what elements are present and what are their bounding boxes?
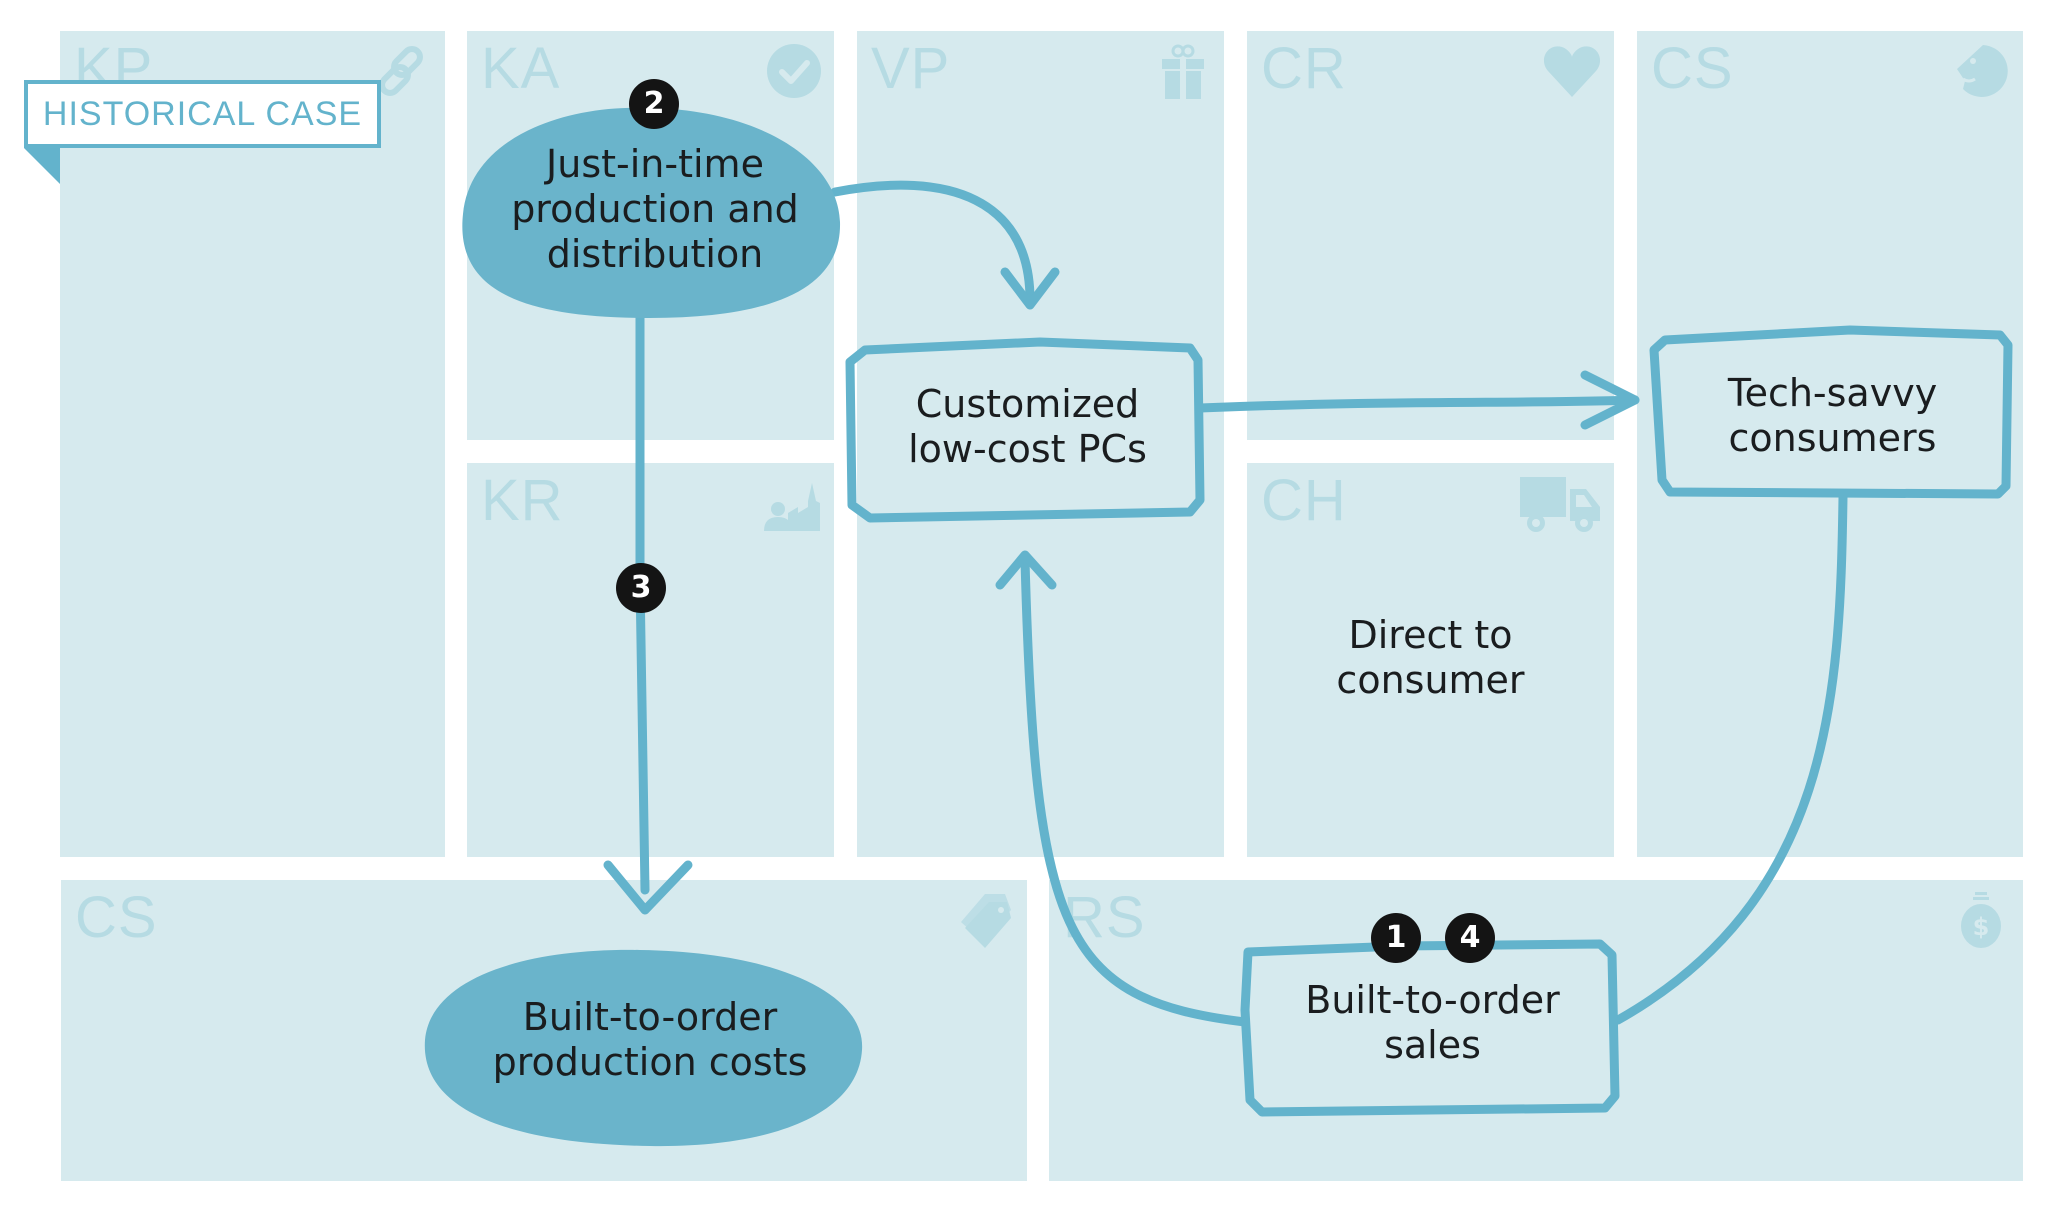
node-channel-text: Direct to consumer xyxy=(1247,613,1614,703)
face-icon xyxy=(1951,41,2011,101)
node-pcs-line1: Customized xyxy=(915,382,1140,426)
arrowhead-jit-to-costs xyxy=(603,860,693,915)
label-fold xyxy=(24,148,60,184)
blob-costs xyxy=(424,949,863,1147)
node-pcs-text: Customized low-cost PCs xyxy=(855,382,1200,472)
node-channel-line1: Direct to xyxy=(1348,613,1513,657)
arrowhead-jit-to-pcs xyxy=(1000,267,1060,310)
node-costs-text: Built-to-order production costs xyxy=(430,995,870,1085)
box-pcs xyxy=(845,337,1205,523)
svg-text:$: $ xyxy=(1973,913,1990,941)
panel-revenue-streams: RS $ xyxy=(1049,880,2023,1181)
node-channel-line2: consumer xyxy=(1336,658,1525,702)
arrow-jit-to-pcs xyxy=(830,180,1035,305)
panel-customer-relationships: CR xyxy=(1247,31,1614,440)
panel-code: CS xyxy=(75,885,158,950)
node-consumers-line1: Tech-savvy xyxy=(1727,371,1938,415)
panel-channels: CH xyxy=(1247,463,1614,857)
node-sales-text: Built-to-order sales xyxy=(1250,978,1615,1068)
historical-case-label: HISTORICAL CASE xyxy=(24,80,381,148)
arrowhead-sales-to-pcs xyxy=(995,550,1057,590)
node-sales-line2: sales xyxy=(1384,1023,1481,1067)
blob-jit xyxy=(462,107,841,318)
truck-icon xyxy=(1516,473,1602,533)
node-costs-line2: production costs xyxy=(492,1040,808,1084)
worker-factory-icon xyxy=(762,473,822,533)
panel-value-propositions: VP xyxy=(857,31,1224,857)
panel-key-resources: KR xyxy=(467,463,834,857)
link-icon xyxy=(373,41,433,101)
panel-code: CR xyxy=(1261,36,1347,101)
arrow-consumers-to-sales xyxy=(1613,492,1848,1025)
box-sales xyxy=(1240,939,1620,1117)
tag-icon xyxy=(955,890,1015,950)
step-badge-1: 1 xyxy=(1371,913,1421,963)
node-jit-text: Just-in-time production and distribution xyxy=(470,142,840,277)
money-bag-icon: $ xyxy=(1951,890,2011,950)
panel-code: VP xyxy=(871,36,951,101)
step-badge-2: 2 xyxy=(629,79,679,129)
arrow-sales-to-pcs xyxy=(1020,555,1250,1027)
node-jit-line3: distribution xyxy=(546,232,764,276)
node-costs-line1: Built-to-order xyxy=(522,995,778,1039)
panel-code: KA xyxy=(481,36,561,101)
arrowhead-pcs-to-consumers xyxy=(1580,370,1640,430)
node-jit-line1: Just-in-time xyxy=(546,142,764,186)
heart-icon xyxy=(1542,41,1602,101)
node-consumers-line2: consumers xyxy=(1728,416,1937,460)
panel-key-partners: KP xyxy=(60,31,445,857)
arrow-pcs-to-consumers xyxy=(1195,395,1640,413)
node-jit-line2: production and xyxy=(511,187,799,231)
check-circle-icon xyxy=(762,41,822,101)
panel-code: CS xyxy=(1651,36,1734,101)
step-badge-3: 3 xyxy=(616,563,666,613)
node-consumers-text: Tech-savvy consumers xyxy=(1660,371,2005,461)
step-badge-4: 4 xyxy=(1445,913,1495,963)
panel-code: CH xyxy=(1261,468,1347,533)
gift-icon xyxy=(1152,41,1212,101)
node-pcs-line2: low-cost PCs xyxy=(908,427,1147,471)
panel-code: KR xyxy=(481,468,564,533)
box-consumers xyxy=(1649,325,2013,499)
node-sales-line1: Built-to-order xyxy=(1305,978,1560,1022)
